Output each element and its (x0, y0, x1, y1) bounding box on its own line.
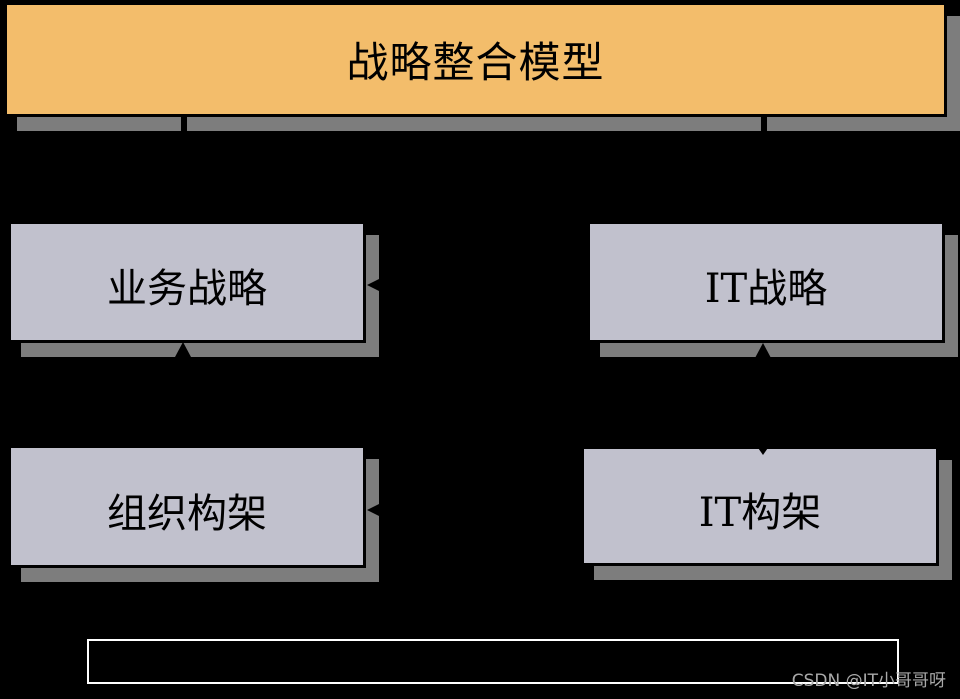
box-it-strategy-label: IT战略 (704, 266, 828, 312)
box-it-architecture: IT构架 (581, 446, 939, 566)
connector-line-right (761, 116, 767, 134)
box-it-architecture-label: IT构架 (698, 490, 822, 536)
arrowhead-up-icon (755, 343, 771, 358)
arrowhead-down-icon (756, 445, 770, 455)
title-banner: 战略整合模型 (4, 2, 947, 117)
box-org-structure-label: 组织构架 (107, 490, 267, 537)
watermark-text: CSDN @IT小哥哥呀 (791, 671, 946, 691)
box-it-strategy: IT战略 (587, 221, 945, 343)
arrowhead-up-icon (175, 342, 191, 357)
diagram-title: 战略整合模型 (346, 38, 605, 87)
arrowhead-left-icon (367, 502, 383, 518)
box-org-structure: 组织构架 (8, 445, 366, 568)
connector-line-left (181, 116, 187, 134)
caption-frame (87, 639, 899, 684)
box-business-strategy-label: 业务战略 (107, 266, 267, 312)
arrowhead-left-icon (367, 277, 383, 293)
box-business-strategy: 业务战略 (8, 221, 366, 343)
